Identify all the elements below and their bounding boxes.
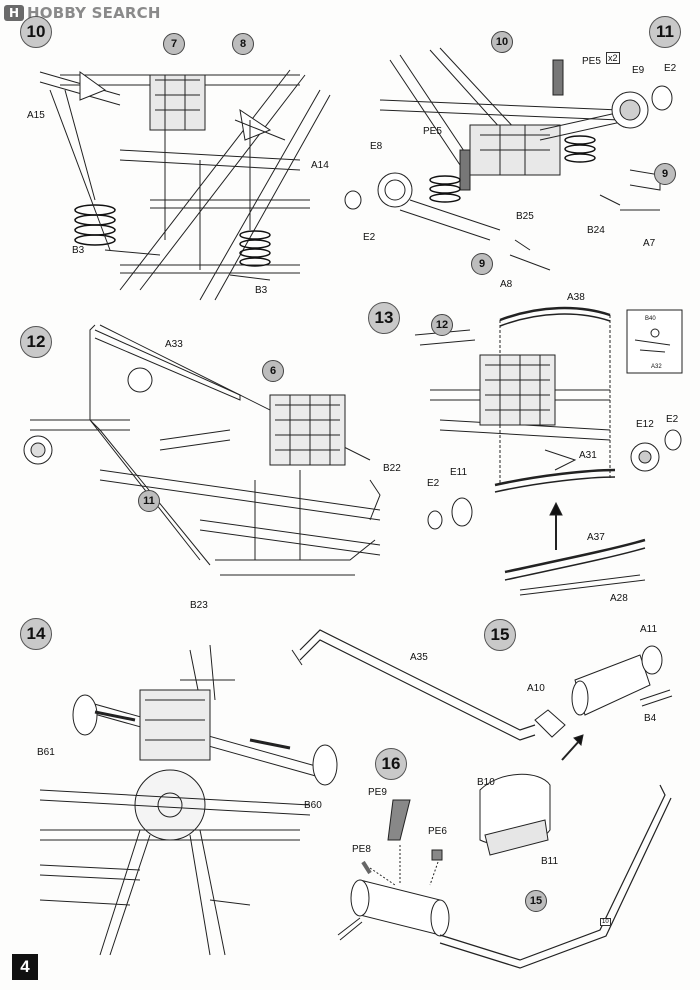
part-label: B40 [645, 316, 656, 322]
ref-badge-9-bottom: 9 [471, 253, 493, 275]
step14-underside-drawing [39, 644, 338, 956]
part-label: PE9 [368, 787, 387, 798]
part-label: PE5 [582, 56, 601, 67]
part-label: B24 [587, 225, 605, 236]
part-label: PE8 [352, 844, 371, 855]
part-label: B23 [190, 600, 208, 611]
ref-box-10: 10 [600, 918, 611, 926]
part-label: E8 [370, 141, 383, 152]
step-11-badge: 11 [649, 16, 681, 48]
ref-badge-9-right: 9 [654, 163, 676, 185]
part-label: B22 [383, 463, 401, 474]
part-label: B25 [516, 211, 534, 222]
step10-chassis-drawing [39, 69, 331, 301]
part-label: A32 [651, 364, 662, 370]
ref-badge-11: 11 [138, 490, 160, 512]
part-label: B11 [541, 856, 559, 867]
part-label: PE5 [423, 126, 442, 137]
part-label: B4 [644, 713, 657, 724]
part-label: A38 [567, 292, 585, 303]
part-label: B10 [477, 777, 495, 788]
ref-badge-15: 15 [525, 890, 547, 912]
step15-exhaust-drawing [291, 629, 673, 856]
step-12-badge: 12 [20, 326, 52, 358]
step-13-badge: 13 [368, 302, 400, 334]
part-label: A11 [640, 624, 658, 635]
step13-leaf-spring-drawing [414, 306, 683, 596]
ref-badge-10: 10 [491, 31, 513, 53]
part-label: E2 [666, 414, 679, 425]
part-label: E12 [636, 419, 654, 430]
quantity-label: x2 [606, 52, 620, 64]
part-label: E2 [427, 478, 440, 489]
step-14-badge: 14 [20, 618, 52, 650]
step-10-badge: 10 [20, 16, 52, 48]
part-label: B3 [72, 245, 85, 256]
ref-badge-12: 12 [431, 314, 453, 336]
hobby-search-watermark: H HOBBY SEARCH [4, 3, 161, 23]
part-label: A28 [610, 593, 628, 604]
part-label: A14 [311, 160, 329, 171]
ref-badge-7: 7 [163, 33, 185, 55]
step11-axle-drawing [344, 47, 673, 271]
part-label: A35 [410, 652, 428, 663]
part-label: A7 [643, 238, 656, 249]
step-15-badge: 15 [484, 619, 516, 651]
step12-frame-drawing [23, 324, 381, 576]
ref-badge-6: 6 [262, 360, 284, 382]
part-label: E11 [450, 467, 468, 478]
step16-muffler-drawing [337, 784, 672, 969]
part-label: A31 [579, 450, 597, 461]
part-label: A37 [587, 532, 605, 543]
part-label: B60 [304, 800, 322, 811]
part-label: B61 [37, 747, 55, 758]
part-label: A15 [27, 110, 45, 121]
step-16-badge: 16 [375, 748, 407, 780]
part-label: A8 [500, 279, 513, 290]
part-label: A10 [527, 683, 545, 694]
watermark-logo-icon: H [4, 5, 24, 21]
part-label: E2 [363, 232, 376, 243]
part-label: A33 [165, 339, 183, 350]
part-label: B3 [255, 285, 268, 296]
ref-badge-8: 8 [232, 33, 254, 55]
part-label: E2 [664, 63, 677, 74]
part-label: E9 [632, 65, 645, 76]
page-number: 4 [12, 954, 38, 980]
watermark-text: HOBBY SEARCH [27, 4, 161, 22]
part-label: PE6 [428, 826, 447, 837]
